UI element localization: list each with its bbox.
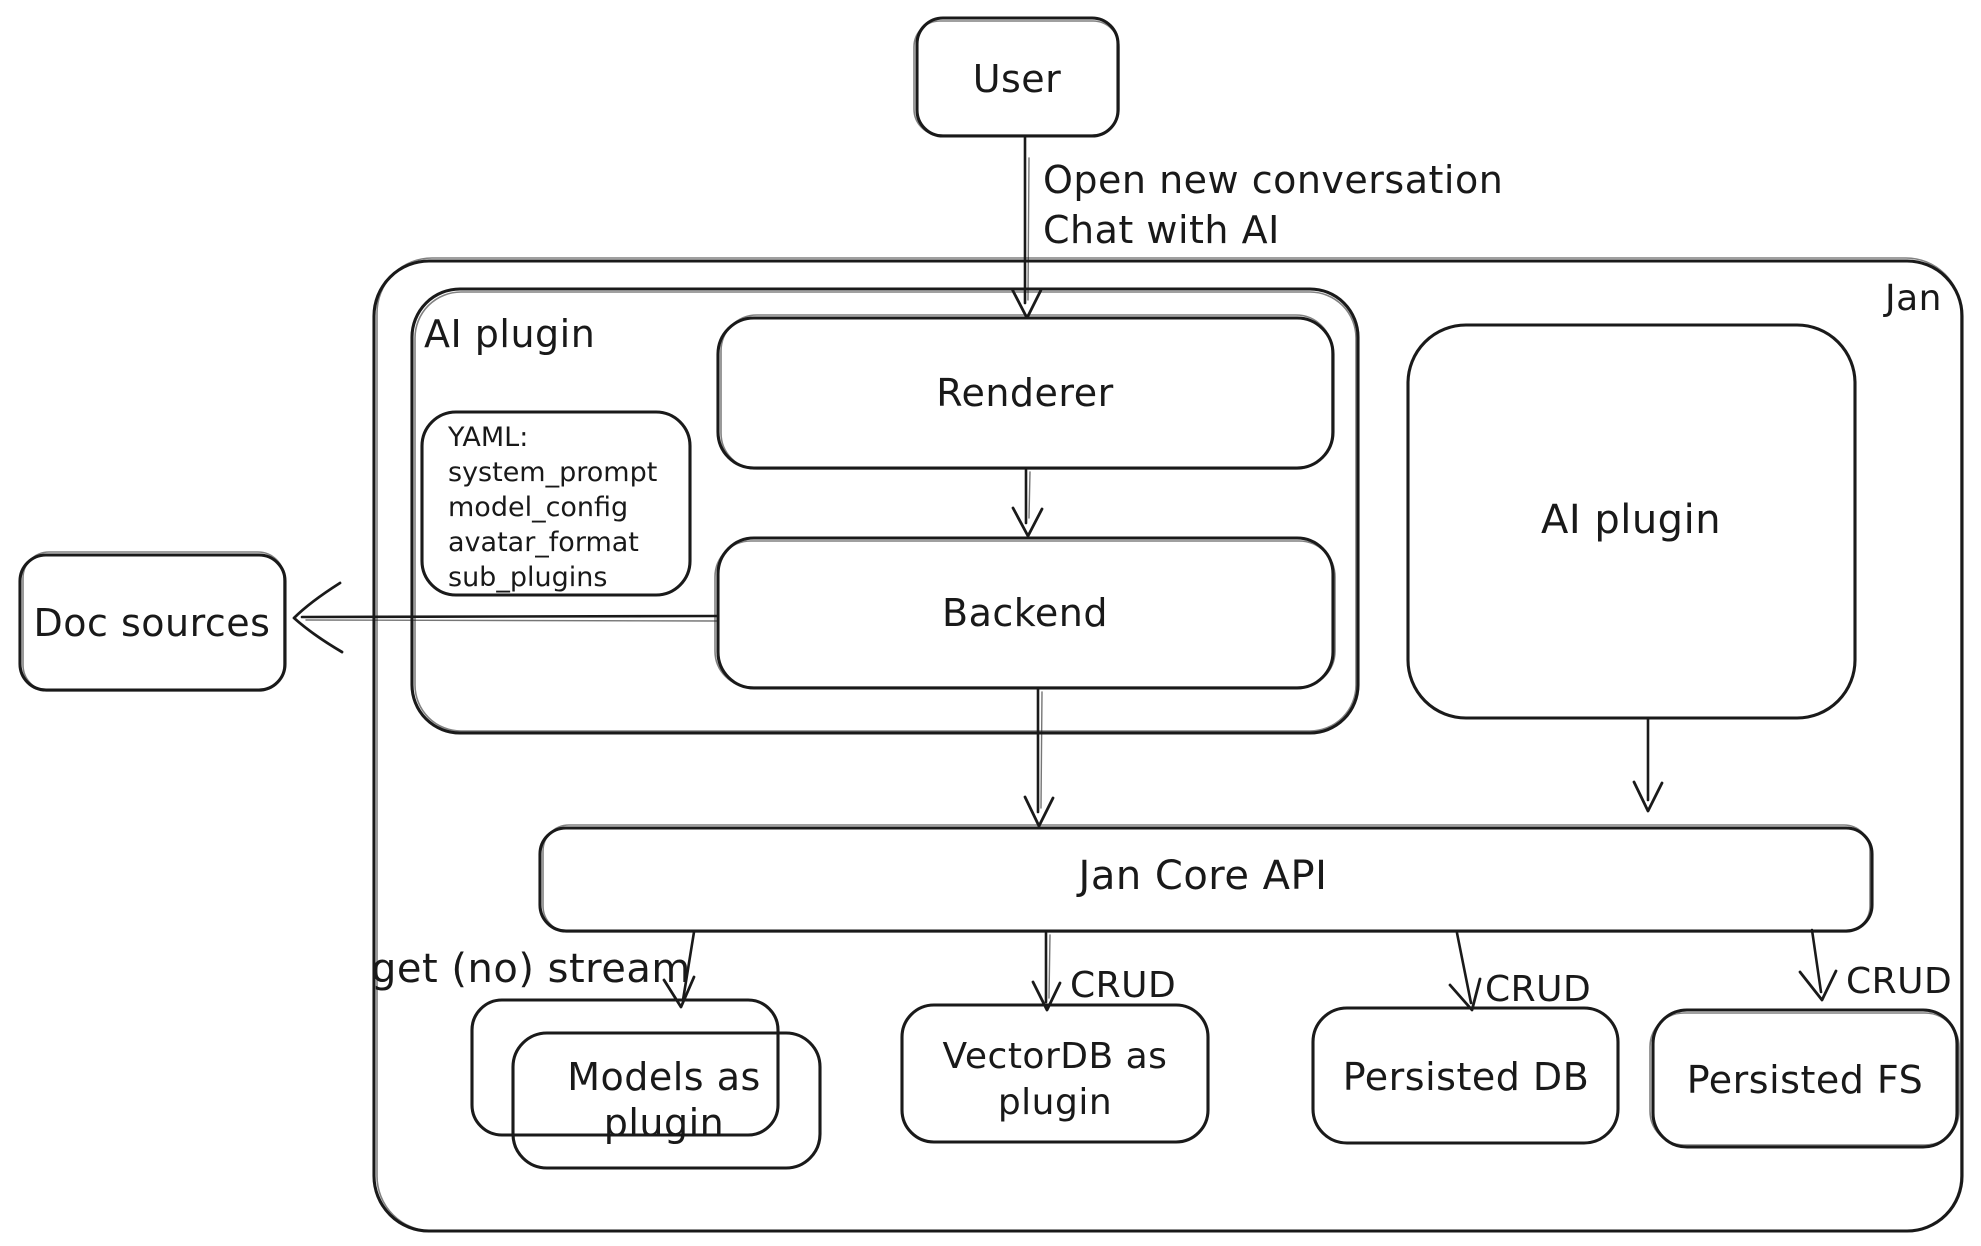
ai-plugin-right-label: AI plugin [1541,497,1721,543]
edge-backend-to-doc-sources-line-echo [305,619,719,622]
edge-jan-core-to-vectordb-label: CRUD [1070,965,1176,1006]
edge-backend-to-jan-core-line-echo [1040,691,1043,809]
models-as-plugin-label-line2: plugin [604,1101,725,1145]
backend-label: Backend [942,591,1108,635]
jan-core-api-label: Jan Core API [1076,853,1328,899]
renderer-box [716,316,1335,470]
yaml-note-node: YAML: system_prompt model_config avatar_… [420,410,692,597]
edge-renderer-to-backend [1011,468,1044,538]
vectordb-as-plugin-label-line1: VectorDB as [943,1036,1168,1077]
edge-user-label-line1: Open new conversation [1043,158,1503,202]
jan-core-api-box-echo [542,824,1871,933]
edge-jan-core-to-persisted-db: CRUD [1448,931,1591,1012]
edge-jan-core-to-persisted-db-label: CRUD [1485,969,1591,1010]
models-as-plugin-inner-box [511,1031,822,1170]
jan-container-label: Jan [1883,278,1942,319]
renderer-node: Renderer [716,314,1335,470]
models-as-plugin-node: Models as plugin [470,998,822,1170]
yaml-note-line: system_prompt [448,457,657,488]
renderer-box-echo [720,314,1333,470]
doc-sources-box-echo [22,551,285,692]
edge-jan-core-to-vectordb-line-echo [1048,934,1051,999]
edge-jan-core-to-persisted-db-line [1455,931,1473,1005]
user-box-echo [913,20,1120,136]
edge-jan-core-to-persisted-fs: CRUD [1798,928,1952,1002]
vectordb-as-plugin-label-line2: plugin [998,1082,1112,1123]
ai-plugin-right-node: AI plugin [1406,323,1857,720]
arrow-down-icon [1798,969,1838,1002]
arrow-down-icon [1023,795,1055,828]
ai-plugin-left-box-echo [414,291,1357,732]
edge-backend-to-doc-sources [292,581,720,654]
arrow-left-icon [292,581,344,654]
vectordb-as-plugin-node: VectorDB as plugin [900,1003,1210,1144]
doc-sources-label: Doc sources [34,601,271,645]
vectordb-as-plugin-box [900,1003,1210,1144]
edge-jan-core-to-models-label: get (no) stream [371,946,691,992]
doc-sources-box [18,553,287,692]
edge-user-to-renderer-line-echo [1027,157,1030,301]
persisted-fs-node: Persisted FS [1649,1008,1960,1149]
edge-backend-to-jan-core [1023,687,1055,828]
yaml-note-line: avatar_format [448,527,639,558]
edge-jan-core-to-vectordb: CRUD [1031,931,1176,1012]
yaml-note-line: model_config [448,492,628,523]
user-box [915,16,1120,138]
arrow-down-icon [1632,780,1664,813]
jan-core-api-box [538,826,1874,933]
ai-plugin-left-label: AI plugin [424,312,595,356]
edge-jan-core-to-models-line [681,930,696,1002]
ai-plugin-left-box [410,287,1360,735]
jan-container-box-echo [376,257,1962,1232]
arrow-down-icon [1031,980,1062,1012]
ai-plugin-left-node: AI plugin [410,287,1360,735]
yaml-note-line: YAML: [447,422,528,453]
models-as-plugin-label-line1: Models as [567,1055,761,1099]
arrow-down-icon [1011,506,1044,538]
doc-sources-node: Doc sources [18,551,287,692]
edge-user-to-renderer: Open new conversation Chat with AI [1010,135,1503,320]
persisted-db-label: Persisted DB [1343,1055,1590,1099]
edge-jan-core-to-persisted-fs-label: CRUD [1846,961,1952,1002]
edge-ai-plugin-right-to-jan-core [1632,716,1664,813]
jan-core-api-node: Jan Core API [538,824,1874,933]
arrow-down-icon [662,975,696,1009]
renderer-label: Renderer [936,371,1113,415]
ai-plugin-right-box [1406,323,1857,720]
backend-box-echo [714,540,1336,688]
persisted-db-box [1311,1006,1620,1145]
user-label: User [973,57,1062,101]
backend-node: Backend [714,536,1336,690]
persisted-fs-label: Persisted FS [1687,1058,1924,1102]
yaml-note-line: sub_plugins [448,562,607,593]
models-as-plugin-outer-box [470,998,780,1137]
backend-box [716,536,1335,690]
arrow-down-icon [1448,977,1482,1012]
persisted-db-node: Persisted DB [1311,1006,1620,1145]
persisted-fs-box [1651,1008,1959,1149]
yaml-note-box [420,410,692,597]
edge-backend-to-doc-sources-line [300,614,720,619]
edge-renderer-to-backend-line-echo [1028,471,1031,519]
arrow-down-icon [1010,287,1043,320]
edge-jan-core-to-persisted-fs-line [1810,928,1823,994]
edge-jan-core-to-models: get (no) stream [371,930,696,1009]
persisted-fs-box-echo [1649,1012,1960,1146]
edge-user-label-line2: Chat with AI [1043,208,1280,252]
user-node: User [913,16,1120,138]
jan-container-node: Jan [372,257,1964,1233]
